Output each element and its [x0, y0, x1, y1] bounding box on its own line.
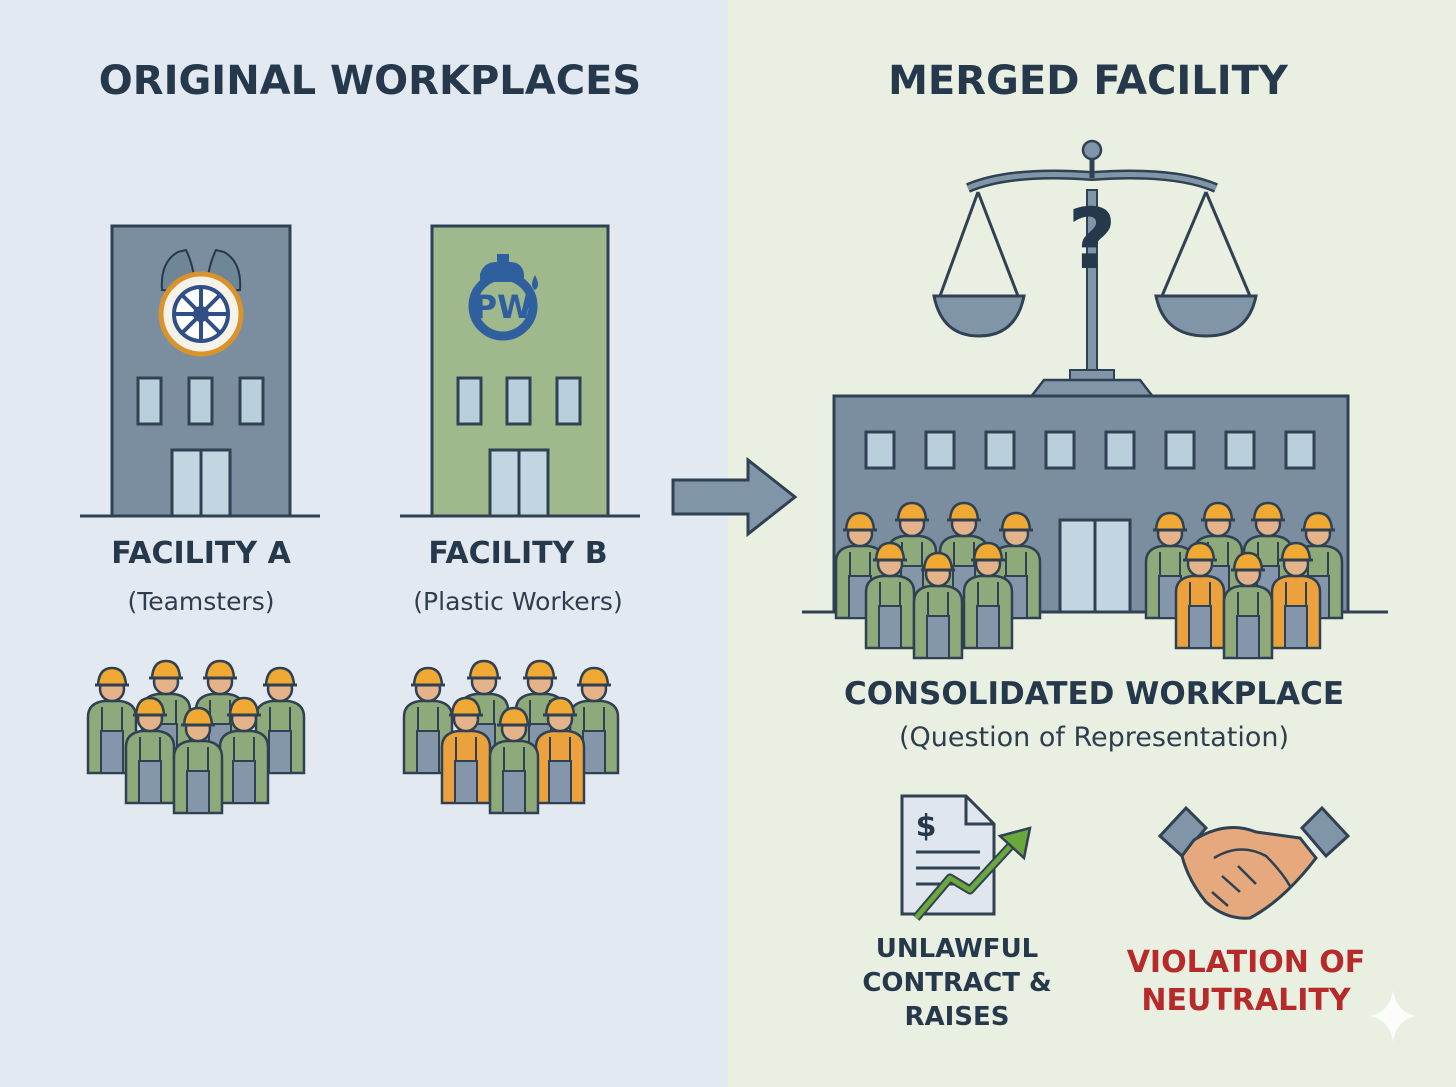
violation-neutrality-label: VIOLATION OF NEUTRALITY [1127, 944, 1366, 1020]
scale-of-justice-icon: ? [932, 139, 1258, 400]
left-panel [0, 0, 728, 1087]
right-title: MERGED FACILITY [888, 58, 1288, 104]
teamsters-logo-icon [158, 248, 244, 357]
consolidated-note: (Question of Representation) [898, 722, 1290, 753]
handshake-icon [1157, 805, 1351, 920]
left-title: ORIGINAL WORKPLACES [98, 58, 642, 104]
sparkle-icon [1370, 990, 1416, 1042]
facility-b-workers [402, 659, 620, 815]
violation-line-2: NEUTRALITY [1141, 983, 1351, 1018]
facility-a-union: (Teamsters) [127, 587, 275, 616]
violation-line-1: VIOLATION OF [1126, 945, 1366, 980]
facility-a-building [80, 224, 320, 518]
scale-question-mark: ? [1068, 190, 1117, 288]
facility-a-name: FACILITY A [111, 536, 291, 571]
facility-a-workers [86, 659, 306, 815]
contract-chart-icon: $ [900, 794, 1032, 921]
facility-b-union: (Plastic Workers) [413, 587, 623, 616]
contract-dollar-sign: $ [916, 809, 937, 844]
unlawful-line-2: CONTRACT & [862, 968, 1052, 998]
unlawful-line-3: RAISES [904, 1002, 1010, 1032]
facility-b-name: FACILITY B [428, 536, 608, 571]
plastic-workers-logo-text: PW [474, 288, 533, 326]
transition-arrow-icon [671, 456, 798, 538]
plastic-workers-logo-icon: PW [468, 254, 538, 341]
unlawful-contract-label: UNLAWFUL CONTRACT & RAISES [862, 932, 1051, 1034]
consolidated-title: CONSOLIDATED WORKPLACE [843, 676, 1345, 712]
unlawful-line-1: UNLAWFUL [875, 934, 1039, 964]
